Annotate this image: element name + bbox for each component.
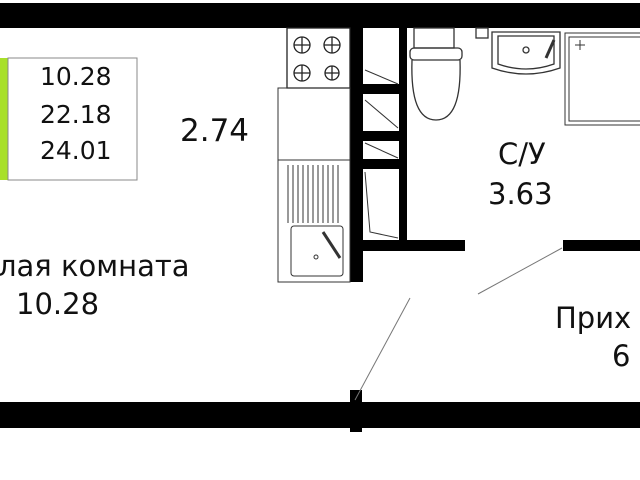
- legend-value-total: 24.01: [40, 136, 112, 165]
- bathroom-wall-right: [563, 240, 640, 251]
- shaft-rung: [363, 159, 399, 169]
- counter: [277, 87, 351, 161]
- washbasin-icon: [475, 27, 561, 75]
- stove-icon: [286, 27, 351, 89]
- bottom-wall: [0, 402, 640, 428]
- bathtub-icon: [564, 32, 640, 126]
- legend-box: [7, 57, 138, 181]
- kitchen-area-label: 2.74: [180, 113, 250, 149]
- door-swing-line: [477, 247, 563, 295]
- legend-value-living: 10.28: [40, 62, 112, 91]
- shaft-rung: [363, 131, 399, 141]
- top-wall: [0, 3, 640, 28]
- shaft-rung: [363, 84, 399, 94]
- toilet-icon: [409, 27, 463, 121]
- living-room-area-label: 10.28: [16, 287, 100, 321]
- bathroom-area-label: 3.63: [488, 177, 553, 211]
- door-post: [350, 390, 362, 432]
- hall-area-label: 6: [612, 339, 631, 373]
- shaft-lines: [364, 69, 399, 239]
- living-room-name-label: лая комната: [0, 249, 190, 283]
- shaft-wall: [399, 28, 407, 242]
- sink-icon: [277, 159, 351, 283]
- hall-name-label: Прих: [555, 301, 632, 335]
- kitchen-wall: [350, 28, 363, 282]
- bathroom-name-label: С/У: [498, 137, 546, 171]
- bathroom-wall-left: [363, 240, 465, 251]
- door-swing-line: [354, 297, 411, 401]
- legend-accent-bar: [0, 58, 8, 180]
- legend-value-total-living: 22.18: [40, 100, 112, 129]
